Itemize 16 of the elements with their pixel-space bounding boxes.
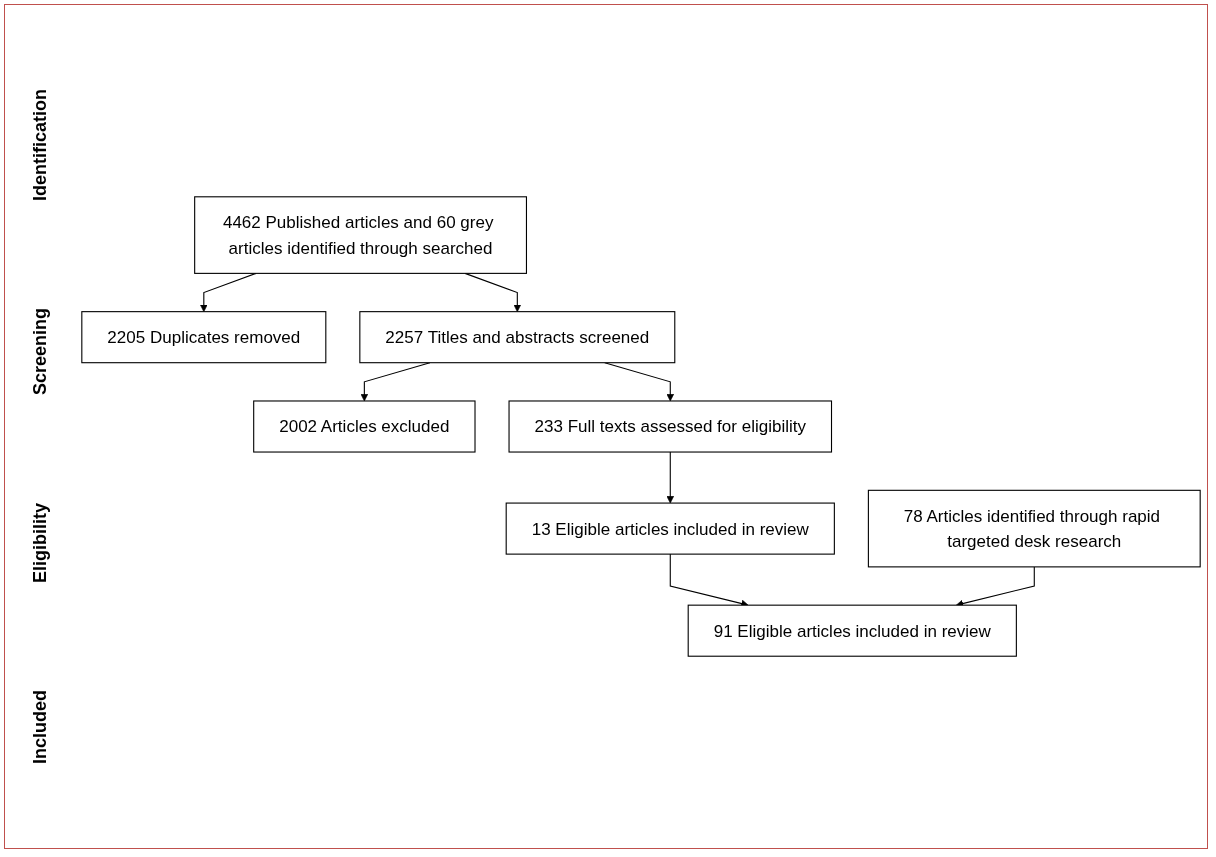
arrow: [666, 451, 674, 504]
node-box: 13 Eligible articles included in review: [505, 502, 835, 555]
node-box: 233 Full texts assessed for eligibility: [508, 400, 833, 453]
stage-label: Identification: [29, 88, 51, 201]
stage-label: Screening: [29, 308, 51, 396]
arrow: [360, 362, 431, 402]
node-box: 4462 Published articles and 60 grey articles identified through searched: [194, 196, 527, 274]
stage-label: Eligibility: [29, 502, 51, 583]
node-box: 2002 Articles excluded: [253, 400, 476, 453]
arrow: [464, 272, 522, 312]
node-box: 2257 Titles and abstracts screened: [359, 311, 676, 364]
node-box: 78 Articles identified through rapid targeted desk research: [867, 489, 1201, 568]
arrow: [604, 362, 674, 402]
node-box: 2205 Duplicates removed: [81, 311, 327, 364]
node-box: 91 Eligible articles included in review: [687, 604, 1017, 657]
stage-label: Included: [29, 690, 51, 765]
